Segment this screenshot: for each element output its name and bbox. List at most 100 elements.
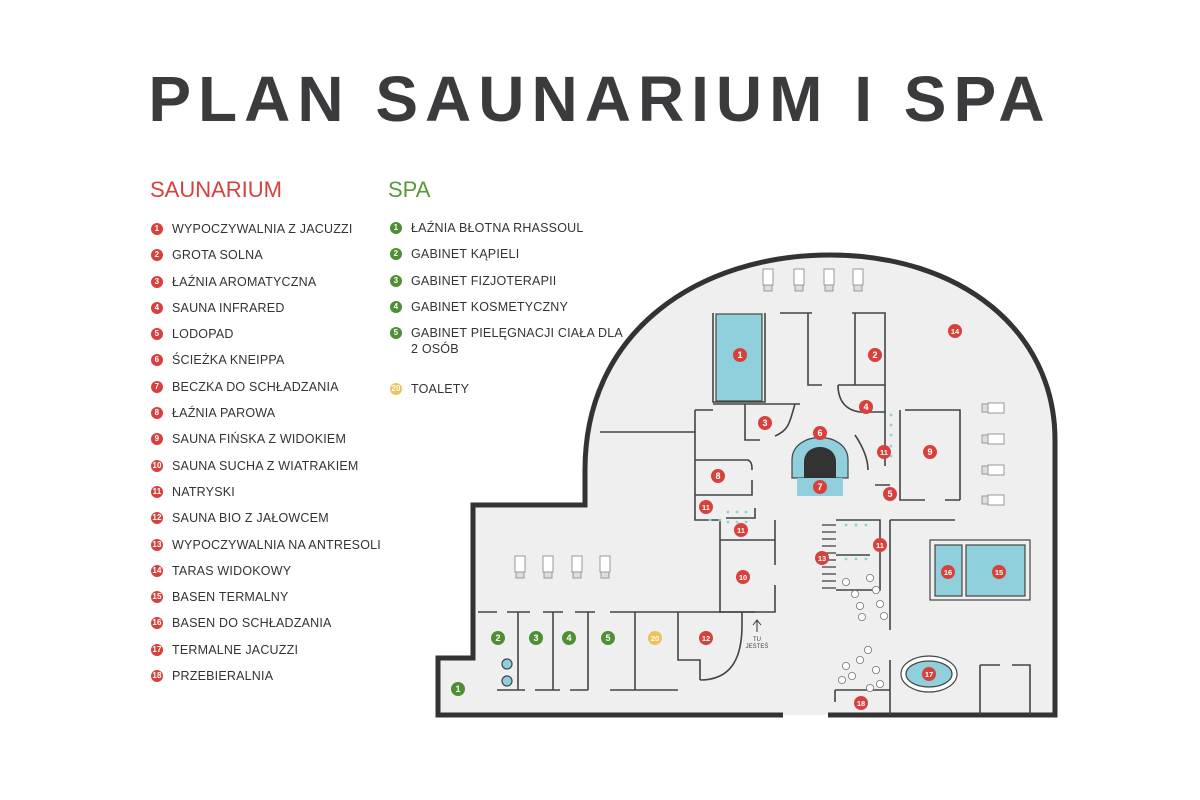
marker-saunarium-3: 3 xyxy=(758,416,772,430)
number-badge: 17 xyxy=(151,643,163,656)
legend-label: LODOPAD xyxy=(172,327,234,342)
legend-item: 14 TARAS WIDOKOWY xyxy=(151,563,383,591)
number-badge: 1 xyxy=(151,223,163,235)
pools xyxy=(501,313,1031,693)
chair xyxy=(838,676,847,685)
marker-saunarium-11: 11 xyxy=(877,445,891,459)
marker-spa-4: 4 xyxy=(562,631,576,645)
legend-label: TARAS WIDOKOWY xyxy=(172,563,292,578)
legend-item: 5 LODOPAD xyxy=(151,328,383,354)
you-are-here-arrow xyxy=(752,619,762,632)
marker-circle xyxy=(922,667,936,681)
legend-label: GABINET KOSMETYCZNY xyxy=(411,299,569,314)
marker-saunarium-13: 13 xyxy=(815,551,829,565)
marker-number: 3 xyxy=(533,633,538,643)
legend-label: GROTA SOLNA xyxy=(172,248,263,263)
marker-circle xyxy=(948,324,962,338)
lounger xyxy=(542,555,554,579)
number-badge: 14 xyxy=(151,564,163,577)
marker-circle xyxy=(733,348,747,362)
marker-circle xyxy=(699,631,713,645)
marker-number: 9 xyxy=(927,447,932,457)
number-badge: 2 xyxy=(151,249,163,262)
marker-circle xyxy=(758,416,772,430)
shower-dot xyxy=(889,423,893,427)
number-badge: 5 xyxy=(151,328,163,341)
number-badge: 11 xyxy=(151,485,163,498)
legend-item: 1 WYPOCZYWALNIA Z JACUZZI xyxy=(151,223,383,249)
legend-label: GABINET FIZJOTERAPII xyxy=(411,273,557,288)
marker-circle xyxy=(529,631,543,645)
legend-label: SAUNA INFRARED xyxy=(172,300,285,315)
page-title: PLAN SAUNARIUM I SPA xyxy=(148,63,1052,135)
shower-dot xyxy=(726,520,730,524)
legend-label: WYPOCZYWALNIA Z JACUZZI xyxy=(172,222,353,236)
marker-circle xyxy=(859,400,873,414)
marker-circle xyxy=(873,538,887,552)
number-badge: 8 xyxy=(151,407,163,420)
lounger xyxy=(981,494,1005,506)
marker-number: 2 xyxy=(495,633,500,643)
chairs xyxy=(838,574,889,693)
legend-label: WYPOCZYWALNIA NA ANTRESOLI xyxy=(172,537,381,552)
chair xyxy=(876,680,885,689)
marker-number: 8 xyxy=(715,471,720,481)
number-badge: 9 xyxy=(151,433,163,446)
marker-saunarium-6: 6 xyxy=(813,426,827,440)
marker-number: 18 xyxy=(857,699,865,708)
chair xyxy=(856,656,865,665)
outer-wall xyxy=(435,252,1058,718)
lounger xyxy=(823,268,835,292)
number-badge: 2 xyxy=(390,248,402,261)
marker-number: 4 xyxy=(863,402,868,412)
number-badge: 5 xyxy=(390,327,402,340)
chair xyxy=(851,590,860,599)
lounger xyxy=(981,464,1005,476)
marker-saunarium-10: 10 xyxy=(736,570,750,584)
marker-circle xyxy=(562,631,576,645)
bath-tub xyxy=(501,675,513,687)
number-badge: 18 xyxy=(151,670,163,683)
shower-dot xyxy=(708,518,712,522)
lounger xyxy=(762,268,774,292)
shower-dot xyxy=(744,520,748,524)
lounger xyxy=(981,402,1005,414)
legend-label: TOALETY xyxy=(411,382,470,397)
chair xyxy=(842,578,851,587)
shower-dot xyxy=(864,557,868,561)
number-badge: 7 xyxy=(151,380,163,393)
marker-number: 1 xyxy=(737,350,742,360)
number-badge: 1 xyxy=(390,222,402,234)
marker-number: 14 xyxy=(951,327,960,336)
chair xyxy=(880,612,889,621)
legend-label: BASEN TERMALNY xyxy=(172,590,289,605)
marker-number: 6 xyxy=(817,428,822,438)
marker-saunarium-11: 11 xyxy=(699,500,713,514)
shower-dot xyxy=(718,518,722,522)
marker-saunarium-1: 1 xyxy=(733,348,747,362)
shower-dot xyxy=(735,520,739,524)
legend-label: TERMALNE JACUZZI xyxy=(172,642,299,657)
lounger xyxy=(981,433,1005,445)
pool-enclosure xyxy=(929,539,1031,601)
legend-label: BECZKA DO SCHŁADZANIA xyxy=(172,379,339,394)
marker-number: 2 xyxy=(872,350,877,360)
marker-number: 4 xyxy=(566,633,571,643)
marker-number: 13 xyxy=(818,554,826,563)
marker-saunarium-8: 8 xyxy=(711,469,725,483)
number-badge: 15 xyxy=(151,591,163,604)
number-badge: 4 xyxy=(390,300,402,313)
marker-saunarium-17: 17 xyxy=(922,667,936,681)
saunarium-heading: SAUNARIUM xyxy=(150,177,283,202)
chair xyxy=(872,586,881,595)
lounger xyxy=(514,555,526,579)
lounger xyxy=(571,555,583,579)
